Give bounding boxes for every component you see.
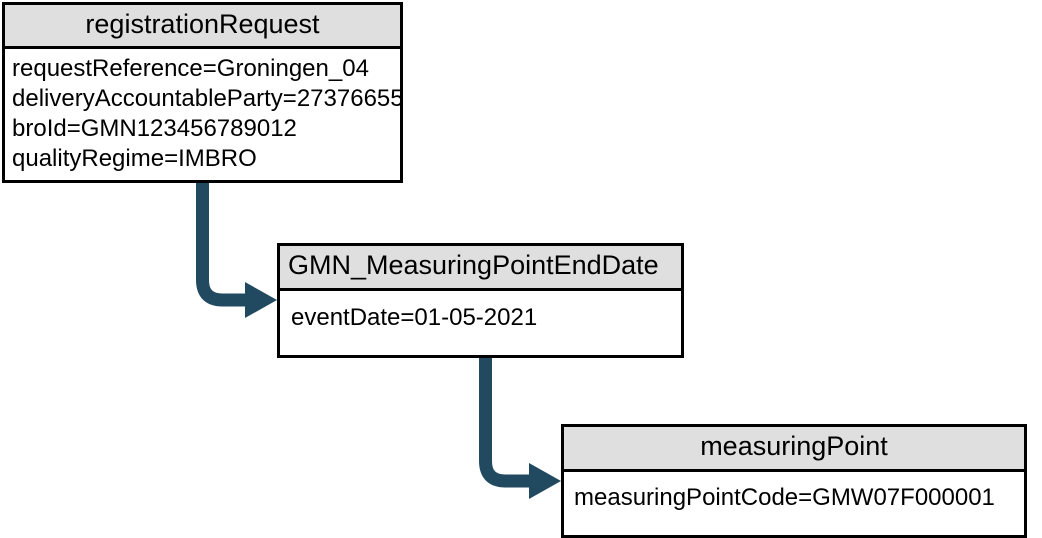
uml-header-registration-request: registrationRequest	[5, 5, 400, 49]
uml-attribute-event-date: eventDate=01-05-2021	[291, 304, 538, 331]
uml-box-registration-request[interactable]: registrationRequest requestReference=Gro…	[2, 2, 403, 183]
uml-attribute-request-reference: requestReference=Groningen_04	[12, 55, 369, 82]
uml-attribute-quality-regime: qualityRegime=IMBRO	[12, 145, 257, 172]
uml-body-gmn-measuring-point-end-date: eventDate=01-05-2021	[280, 291, 681, 355]
uml-body-registration-request: requestReference=Groningen_04 deliveryAc…	[5, 49, 400, 180]
connector-registration-to-enddate	[196, 182, 277, 318]
uml-attribute-bro-id: broId=GMN123456789012	[12, 115, 297, 142]
uml-attribute-delivery-accountable-party: deliveryAccountableParty=27376655	[12, 85, 400, 112]
uml-box-gmn-measuring-point-end-date[interactable]: GMN_MeasuringPointEndDate eventDate=01-0…	[277, 243, 684, 358]
uml-body-measuring-point: measuringPointCode=GMW07F000001	[564, 472, 1024, 535]
connector-enddate-to-measuringpoint	[479, 358, 561, 499]
uml-attribute-measuring-point-code: measuringPointCode=GMW07F000001	[574, 484, 995, 511]
uml-box-measuring-point[interactable]: measuringPoint measuringPointCode=GMW07F…	[561, 424, 1027, 538]
uml-header-measuring-point: measuringPoint	[564, 427, 1024, 472]
uml-header-gmn-measuring-point-end-date: GMN_MeasuringPointEndDate	[280, 246, 681, 291]
